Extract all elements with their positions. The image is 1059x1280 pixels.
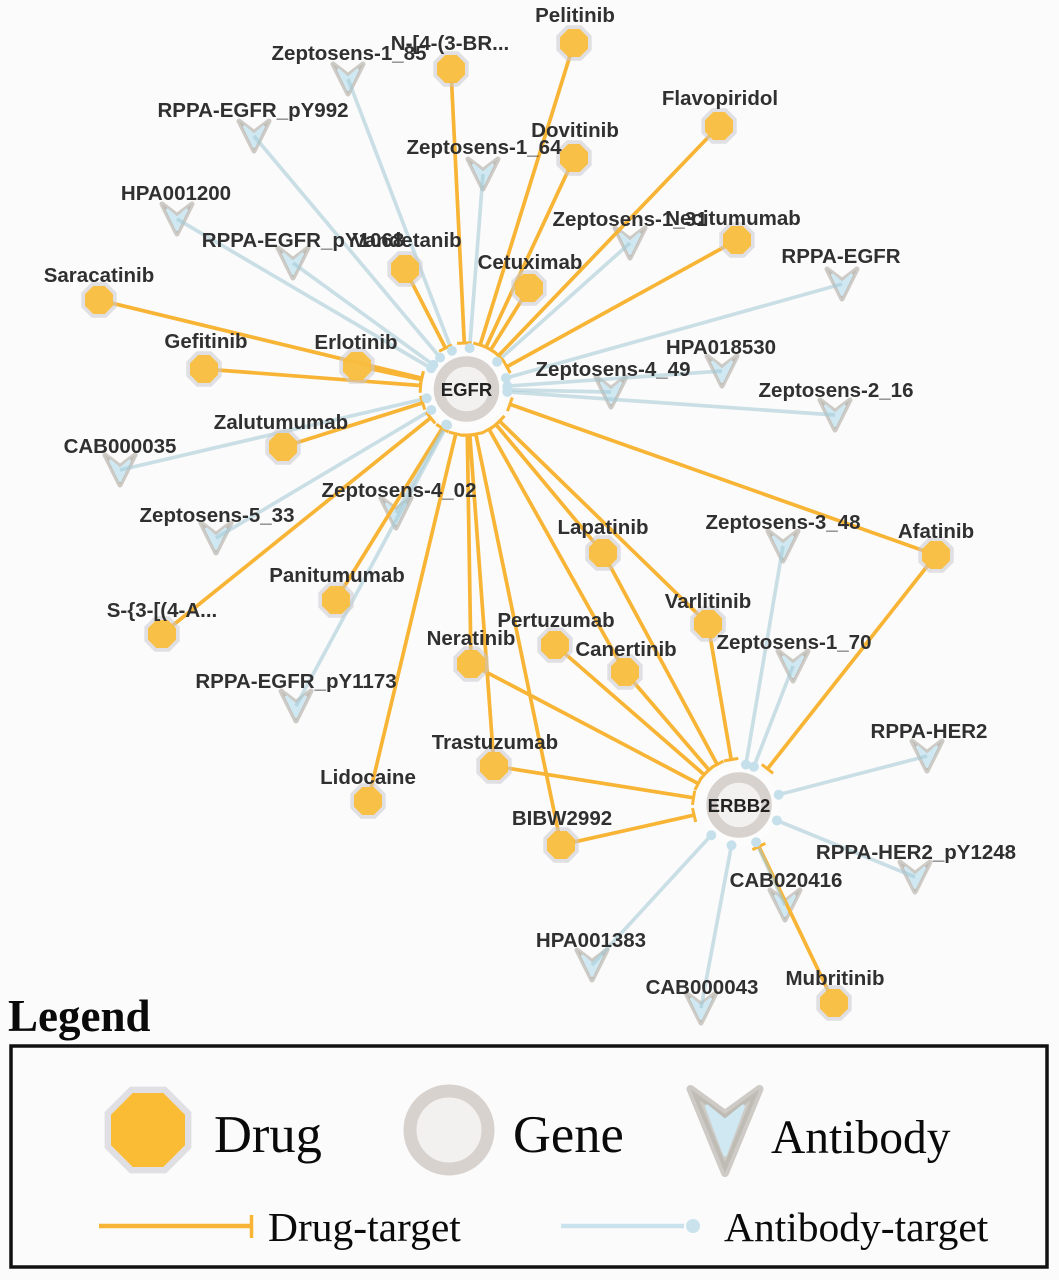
svg-text:EGFR: EGFR: [441, 379, 492, 400]
svg-text:RPPA-EGFR_pY1068: RPPA-EGFR_pY1068: [202, 229, 404, 252]
svg-text:Varlitinib: Varlitinib: [665, 590, 752, 613]
svg-text:Legend: Legend: [8, 991, 151, 1041]
svg-text:RPPA-HER2: RPPA-HER2: [871, 720, 988, 743]
svg-text:Dovitinib: Dovitinib: [531, 119, 619, 142]
svg-text:Zeptosens-3_48: Zeptosens-3_48: [706, 511, 861, 534]
svg-text:Erlotinib: Erlotinib: [314, 331, 397, 354]
svg-text:Cetuximab: Cetuximab: [478, 251, 583, 274]
svg-text:BIBW2992: BIBW2992: [512, 807, 612, 830]
svg-text:Zeptosens-1_70: Zeptosens-1_70: [717, 631, 872, 654]
svg-text:Neratinib: Neratinib: [427, 627, 516, 650]
svg-text:HPA001200: HPA001200: [121, 182, 231, 205]
svg-text:Gene: Gene: [513, 1106, 624, 1164]
svg-text:Pelitinib: Pelitinib: [535, 4, 615, 27]
svg-text:Drug: Drug: [214, 1106, 322, 1164]
svg-text:RPPA-EGFR_pY1173: RPPA-EGFR_pY1173: [195, 670, 396, 693]
svg-text:CAB000043: CAB000043: [646, 976, 759, 999]
svg-text:HPA018530: HPA018530: [666, 336, 776, 359]
svg-text:Panitumumab: Panitumumab: [269, 564, 405, 587]
svg-text:RPPA-EGFR_pY992: RPPA-EGFR_pY992: [157, 99, 348, 122]
svg-text:Flavopiridol: Flavopiridol: [662, 87, 778, 110]
svg-text:Lidocaine: Lidocaine: [320, 766, 416, 789]
svg-text:Mubritinib: Mubritinib: [785, 967, 884, 990]
svg-text:Vandetanib: Vandetanib: [352, 229, 461, 252]
svg-text:RPPA-EGFR: RPPA-EGFR: [781, 245, 900, 268]
svg-text:Saracatinib: Saracatinib: [44, 264, 155, 287]
svg-text:Drug-target: Drug-target: [268, 1204, 461, 1250]
svg-text:Trastuzumab: Trastuzumab: [432, 731, 558, 754]
svg-text:Zeptosens-1_64: Zeptosens-1_64: [407, 136, 563, 159]
svg-text:N-[4-(3-BR...: N-[4-(3-BR...: [391, 32, 509, 55]
svg-text:Antibody-target: Antibody-target: [724, 1204, 989, 1250]
svg-text:Zeptosens-1_85: Zeptosens-1_85: [272, 42, 427, 65]
svg-text:Zeptosens-1_31: Zeptosens-1_31: [553, 208, 708, 231]
svg-text:Pertuzumab: Pertuzumab: [497, 609, 614, 632]
svg-text:ERBB2: ERBB2: [708, 795, 771, 816]
svg-text:Zeptosens-2_16: Zeptosens-2_16: [759, 379, 914, 402]
svg-text:Zalutumumab: Zalutumumab: [214, 411, 348, 434]
svg-text:Necitumumab: Necitumumab: [665, 207, 801, 230]
svg-text:S-{3-[(4-A...: S-{3-[(4-A...: [107, 599, 217, 622]
svg-text:Zeptosens-4_02: Zeptosens-4_02: [322, 479, 477, 502]
svg-text:Canertinib: Canertinib: [575, 638, 676, 661]
svg-text:Zeptosens-5_33: Zeptosens-5_33: [140, 504, 295, 527]
svg-text:Lapatinib: Lapatinib: [557, 516, 648, 539]
svg-text:RPPA-HER2_pY1248: RPPA-HER2_pY1248: [816, 841, 1016, 864]
svg-text:Zeptosens-4_49: Zeptosens-4_49: [536, 358, 691, 381]
svg-text:CAB000035: CAB000035: [64, 435, 177, 458]
svg-text:HPA001383: HPA001383: [536, 929, 646, 952]
svg-text:Antibody: Antibody: [771, 1112, 951, 1164]
svg-text:Afatinib: Afatinib: [898, 520, 974, 543]
svg-text:Gefitinib: Gefitinib: [164, 330, 247, 353]
svg-text:CAB020416: CAB020416: [730, 869, 843, 892]
